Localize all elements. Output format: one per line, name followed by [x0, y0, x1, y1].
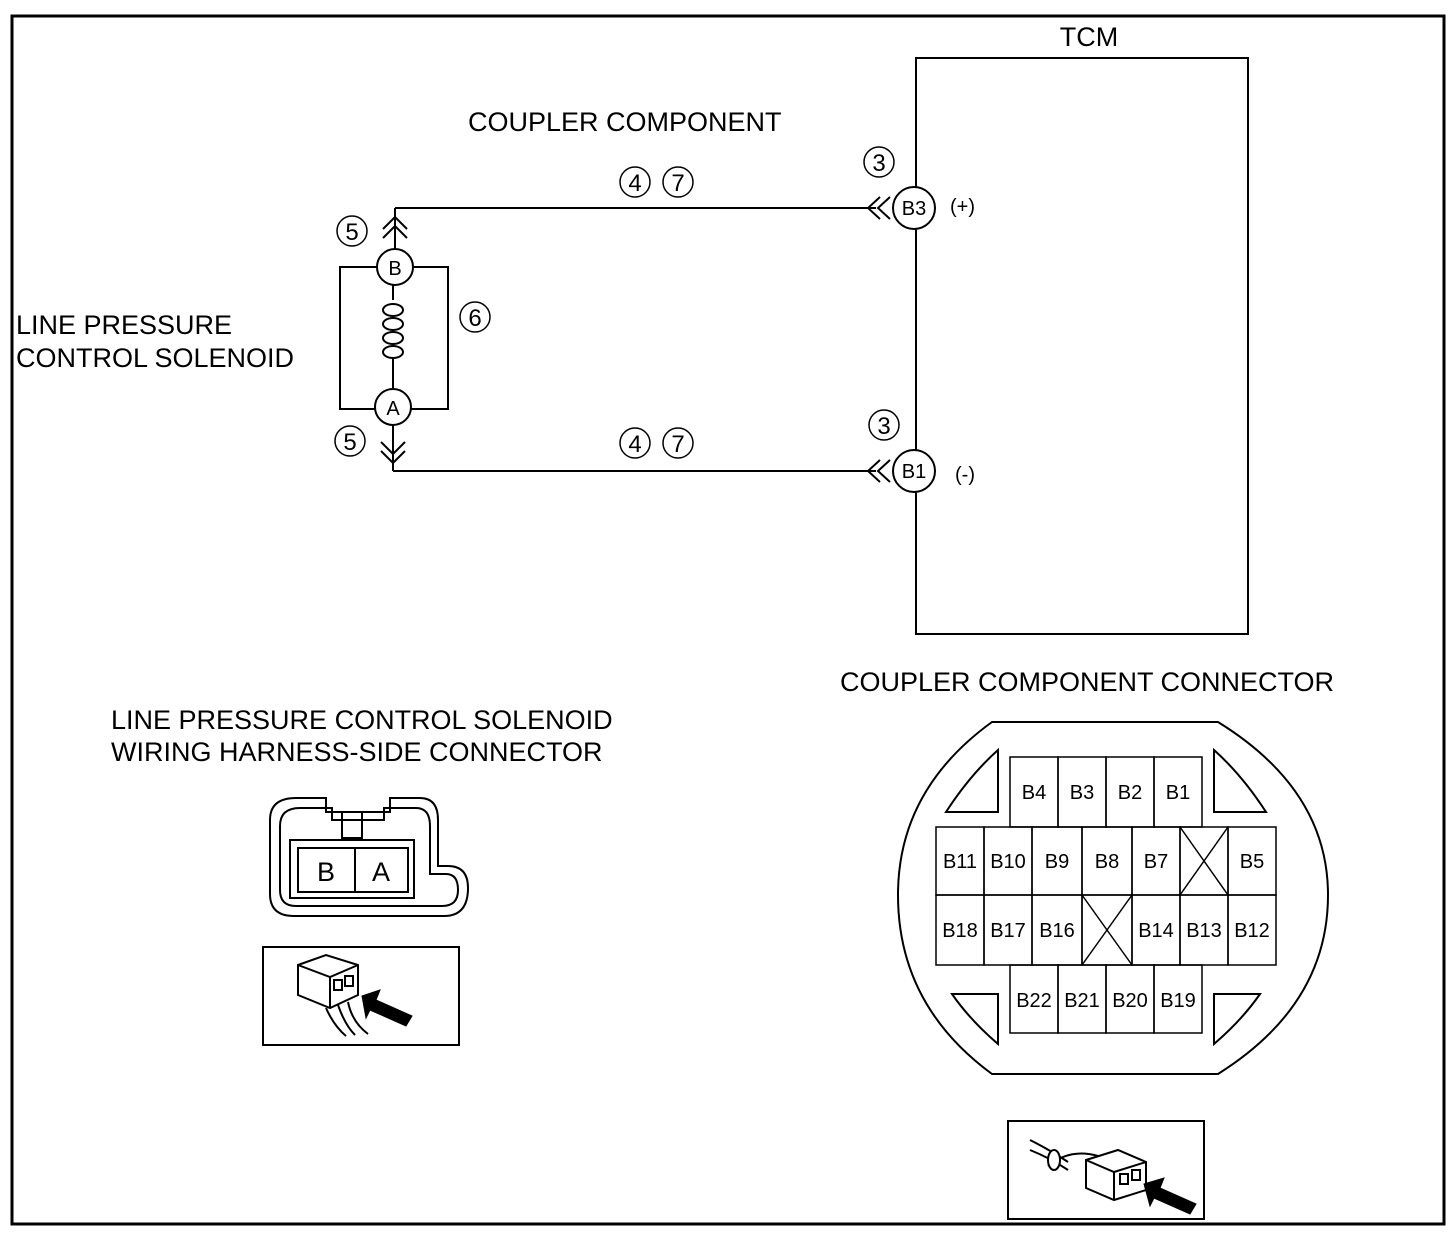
tcm-pin-b3 [892, 186, 936, 230]
coupler-pin-b16: B16 [1039, 920, 1075, 942]
tcm-pin-b3-polarity: (+) [950, 196, 975, 218]
callout-solenoid-top: 5 [336, 215, 368, 247]
tcm-label: TCM [1060, 22, 1118, 52]
svg-text:4: 4 [628, 431, 641, 458]
solenoid-pin-a-label: A [386, 398, 400, 420]
coupler-view-illustration [1007, 1120, 1205, 1220]
coupler-pin-b7: B7 [1144, 851, 1168, 873]
coil-icon [382, 284, 404, 388]
coupler-pin-b10: B10 [990, 851, 1026, 873]
arrow-icon [1143, 1177, 1197, 1215]
svg-text:5: 5 [343, 429, 356, 456]
tcm-pin-b1-polarity: (-) [955, 464, 975, 486]
coupler-pin-b14: B14 [1138, 920, 1174, 942]
svg-text:7: 7 [671, 431, 684, 458]
coupler-pin-b2: B2 [1118, 782, 1142, 804]
coupler-pin-b19: B19 [1160, 990, 1196, 1012]
coupler-connector-label: COUPLER COMPONENT CONNECTOR [840, 667, 1334, 697]
coupler-component-label: COUPLER COMPONENT [468, 107, 782, 137]
callout-coil: 6 [459, 301, 491, 333]
svg-text:7: 7 [671, 170, 684, 197]
coupler-connector: B4 B3 B2 B1 B11 B10 B9 B8 B7 B5 [896, 721, 1330, 1075]
harness-connector-label-line2: WIRING HARNESS-SIDE CONNECTOR [111, 737, 603, 767]
coupler-pin-b1: B1 [1166, 782, 1190, 804]
chevron-top-solenoid-icon [382, 215, 408, 239]
callout-wire-bottom-b: 7 [662, 427, 694, 459]
solenoid-pin-a [374, 388, 412, 426]
solenoid-label-line2: CONTROL SOLENOID [16, 343, 294, 373]
solenoid-pin-b [376, 248, 414, 286]
tcm-pin-b1 [892, 449, 936, 493]
chevron-bottom-solenoid-icon [380, 441, 406, 465]
coupler-pin-b8: B8 [1095, 851, 1119, 873]
wire-top [394, 207, 876, 252]
coupler-pin-b5: B5 [1240, 851, 1264, 873]
svg-text:4: 4 [628, 170, 641, 197]
coupler-pin-b22: B22 [1016, 990, 1052, 1012]
coupler-pin-b21: B21 [1064, 990, 1100, 1012]
arrow-icon [361, 989, 413, 1027]
svg-text:3: 3 [872, 150, 885, 177]
callout-wire-top-b: 7 [662, 166, 694, 198]
svg-text:6: 6 [468, 305, 481, 332]
tcm-pin-b3-label: B3 [902, 198, 926, 220]
harness-cell-b: B [317, 857, 335, 887]
outer-frame [10, 14, 1446, 1226]
coupler-pin-b11: B11 [943, 851, 977, 873]
coupler-pin-b3: B3 [1070, 782, 1094, 804]
coupler-pin-b17: B17 [990, 920, 1026, 942]
coupler-pin-b20: B20 [1112, 990, 1148, 1012]
coupler-pin-b4: B4 [1022, 782, 1046, 804]
solenoid-pin-b-label: B [388, 258, 401, 280]
callout-wire-bottom-a: 4 [619, 427, 651, 459]
harness-connector-label-line1: LINE PRESSURE CONTROL SOLENOID [111, 705, 613, 735]
coupler-pin-b9: B9 [1045, 851, 1069, 873]
chevron-top-tcm-icon [866, 196, 891, 220]
coupler-pin-b13: B13 [1186, 920, 1222, 942]
callout-solenoid-bottom: 5 [334, 425, 366, 457]
chevron-bottom-tcm-icon [866, 459, 891, 483]
coupler-pin-b18: B18 [942, 920, 978, 942]
solenoid-label-line1: LINE PRESSURE [16, 310, 232, 340]
svg-text:5: 5 [345, 219, 358, 246]
harness-view-illustration [262, 946, 460, 1046]
tcm-pin-b1-label: B1 [902, 461, 926, 483]
callout-tcm-top: 3 [863, 146, 895, 178]
harness-connector [269, 797, 470, 917]
callout-wire-top-a: 4 [619, 166, 651, 198]
callout-tcm-bottom: 3 [868, 409, 900, 441]
svg-text:3: 3 [877, 413, 890, 440]
tcm-box [915, 57, 1249, 635]
coupler-pin-b12: B12 [1234, 920, 1270, 942]
harness-cell-a: A [372, 857, 390, 887]
